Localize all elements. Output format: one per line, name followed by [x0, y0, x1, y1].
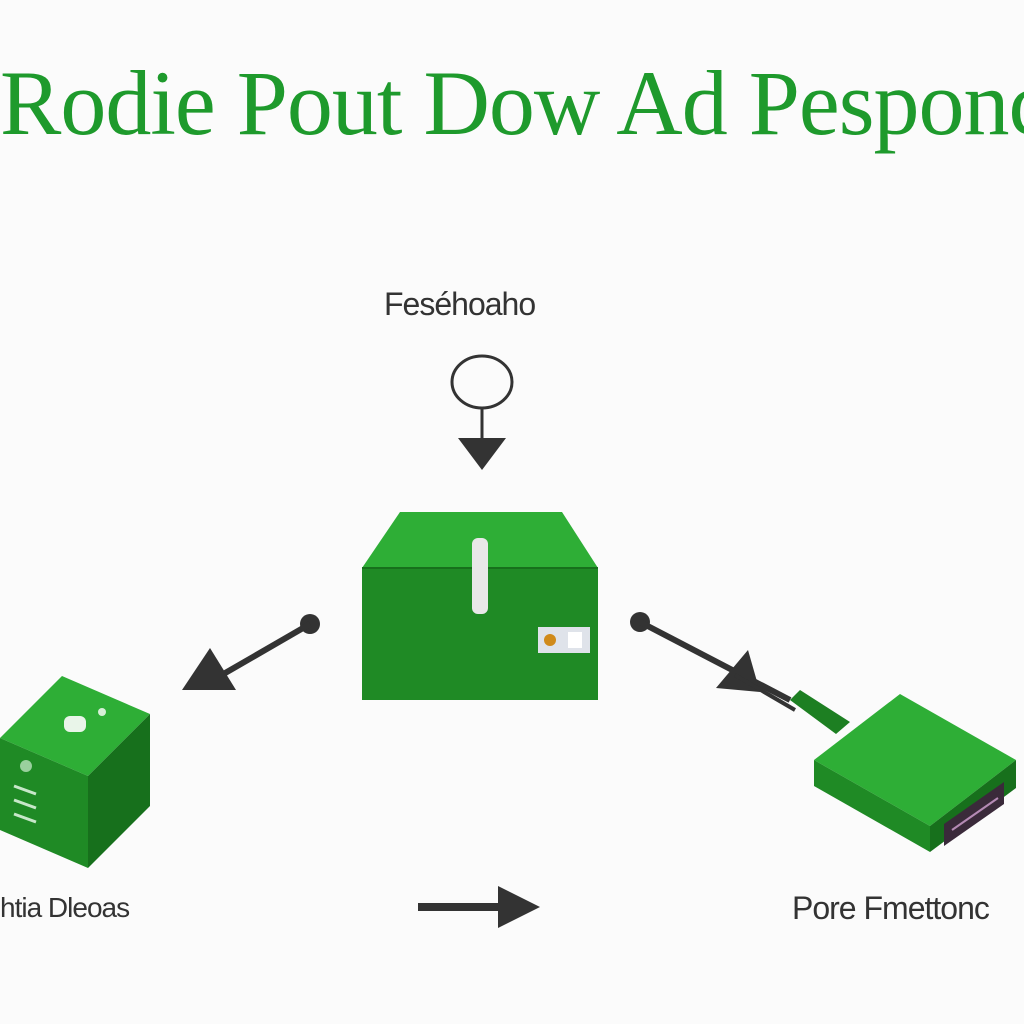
center-box-icon [362, 512, 598, 700]
top-node-icon [450, 354, 514, 470]
top-node-label: Feséhoaho [384, 286, 536, 322]
right-arrow [630, 612, 797, 712]
diagram-title: Rodie Pout Dow Ad Pesponc [0, 52, 1024, 154]
right-node-label: Pore Fmettonc [792, 890, 990, 926]
left-node-label: htia Dleoas [0, 892, 130, 923]
left-arrow [182, 614, 320, 690]
right-device-icon [790, 690, 1016, 852]
bottom-arrow [418, 886, 540, 928]
left-server-icon [0, 676, 150, 868]
